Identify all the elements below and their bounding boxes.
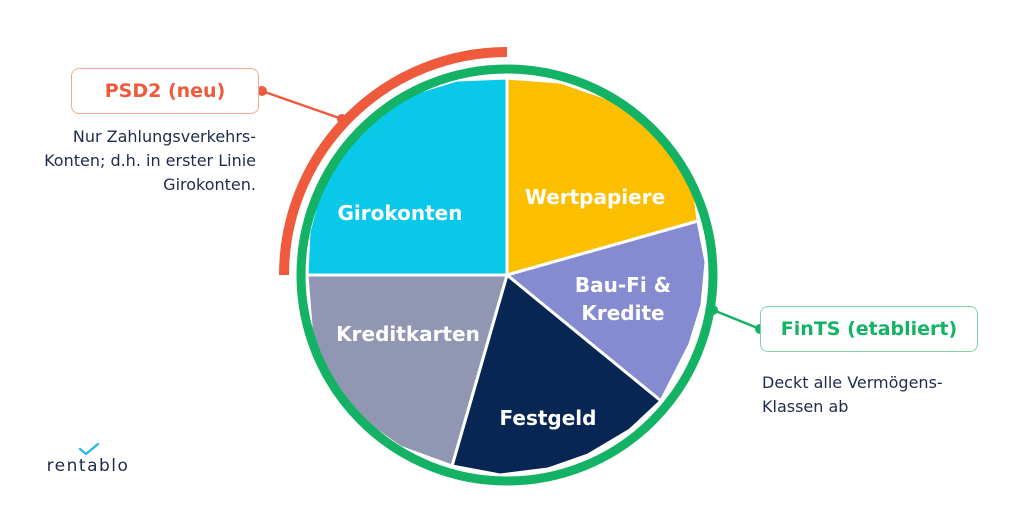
chart-check-icon [78, 442, 100, 456]
psd2-connector-dot [337, 114, 347, 124]
segment-label: Bau-Fi &Kredite [575, 273, 671, 325]
segment-label: Kreditkarten [336, 322, 480, 346]
segment-girokonten [305, 76, 509, 277]
psd2-callout: PSD2 (neu) [71, 68, 259, 114]
fints-callout: FinTS (etabliert) [760, 306, 978, 352]
segment-label: Festgeld [500, 406, 597, 430]
psd2-connector-dot [257, 86, 267, 96]
segment-label: Wertpapiere [525, 185, 665, 209]
fints-ring [296, 64, 718, 486]
psd2-title: PSD2 (neu) [104, 80, 226, 102]
segment-festgeld [450, 273, 663, 477]
brand-name: rentablo [46, 456, 130, 476]
fints-connector-dot [708, 305, 718, 315]
psd2-description: Nur Zahlungsverkehrs- Konten; d.h. in er… [44, 127, 256, 194]
fints-connector [712, 308, 761, 331]
rentablo-logo: rentablo [44, 440, 154, 480]
psd2-connector [261, 89, 343, 121]
psd2-arc [279, 47, 508, 276]
segment-label: Girokonten [338, 201, 463, 225]
fints-title: FinTS (etabliert) [780, 318, 958, 340]
fints-description: Deckt alle Vermögens- Klassen ab [762, 373, 943, 416]
